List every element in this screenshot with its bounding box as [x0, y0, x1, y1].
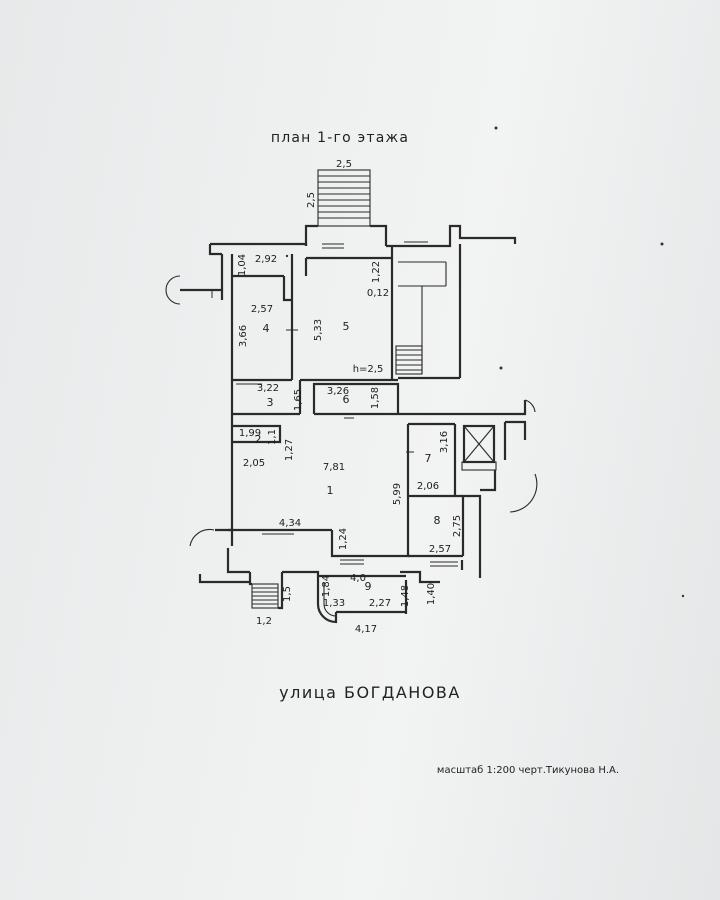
speck	[681, 594, 685, 598]
dim-4-0: 4,0	[350, 573, 366, 584]
dim-1-04: 1,04	[237, 254, 248, 276]
dim-2-05: 2,05	[243, 458, 265, 469]
dim-5-99: 5,99	[392, 483, 403, 505]
dim-1-27: 1,27	[284, 439, 295, 461]
dim-1-24: 1,24	[338, 528, 349, 550]
street-label: улица БОГДАНОВА	[279, 683, 461, 702]
room-number-8: 8	[434, 514, 441, 527]
room-number-3: 3	[267, 396, 274, 409]
speck	[494, 126, 498, 130]
left-door-arc	[165, 275, 181, 305]
right-door-arc	[509, 473, 538, 513]
bay-window	[316, 574, 408, 624]
dim-1-99: 1,99	[239, 428, 261, 439]
room-number-7: 7	[425, 452, 432, 465]
dim-stair-height: 2,5	[306, 192, 317, 208]
dim-2-57-top: 2,57	[251, 304, 273, 315]
window-marks	[211, 241, 458, 567]
dim-1-5: 1,5	[282, 586, 293, 602]
room-number-4: 4	[263, 322, 270, 335]
dim-3-66: 3,66	[238, 325, 249, 347]
dim-2-75: 2,75	[452, 515, 463, 537]
dim-1-58: 1,58	[370, 387, 381, 409]
dim-4-17: 4,17	[355, 624, 377, 635]
dim-1-48: 1,48	[400, 585, 411, 607]
room-number-5: 5	[343, 320, 350, 333]
upper-right-arc	[524, 399, 536, 413]
dim-1-40: 1,40	[426, 583, 437, 605]
speck	[499, 366, 503, 370]
dim-2-92: 2,92	[255, 254, 277, 265]
dim-0-12: 0,12	[367, 288, 389, 299]
room-number-1: 1	[327, 484, 334, 497]
outer-walls	[180, 224, 527, 584]
dim-3-26: 3,26	[327, 386, 349, 397]
lower-left-door-arc	[189, 528, 215, 547]
interior-walls	[232, 246, 463, 558]
top-entrance-stair	[304, 169, 388, 246]
dim-stair-width: 2,5	[336, 159, 352, 170]
dim-1-2: 1,2	[256, 616, 272, 627]
room-number-6: 6	[343, 393, 350, 406]
plan-title: план 1-го этажа	[271, 130, 409, 146]
dim-5-33: 5,33	[313, 319, 324, 341]
dim-1-65: 1,65	[293, 389, 304, 411]
dim-1-1: 1,1	[267, 429, 278, 445]
scale-and-author-note: масштаб 1:200 черт.Тикунова Н.А.	[437, 765, 619, 776]
dim-2-06: 2,06	[417, 481, 439, 492]
dim-1-84: 1,84	[321, 575, 332, 597]
dim-7-81: 7,81	[323, 462, 345, 473]
room-number-2: 2	[255, 433, 262, 446]
dim-3-16: 3,16	[439, 431, 450, 453]
dim-2-57-bottom: 2,57	[429, 544, 451, 555]
speck	[285, 254, 289, 258]
dim-3-22: 3,22	[257, 383, 279, 394]
dim-1-33: 1,33	[323, 598, 345, 609]
dim-2-27: 2,27	[369, 598, 391, 609]
dim-h-2-5: h=2,5	[353, 364, 384, 375]
dim-1-22: 1,22	[371, 261, 382, 283]
bottom-left-stair	[248, 572, 284, 610]
dim-4-34: 4,34	[279, 518, 301, 529]
room-number-9: 9	[365, 580, 372, 593]
elevator-shaft	[461, 424, 497, 471]
speck	[660, 242, 664, 246]
